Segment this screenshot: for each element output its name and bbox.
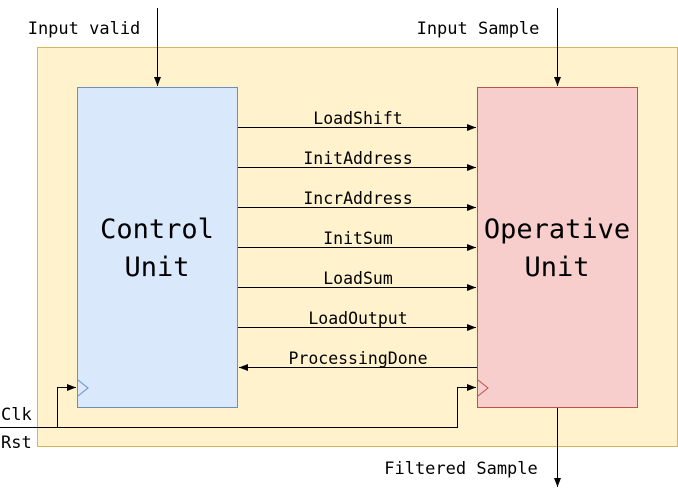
clk-wire-operative (57, 384, 476, 428)
signal-label-loadsum: LoadSum (323, 269, 393, 288)
clk-label: Clk (1, 405, 32, 425)
input-sample-label: Input Sample (417, 19, 540, 39)
signal-label-processingdone: ProcessingDone (288, 349, 427, 368)
signal-label-loadoutput: LoadOutput (308, 309, 407, 328)
input-valid-label: Input valid (28, 19, 141, 39)
signal-label-loadshift: LoadShift (313, 109, 402, 128)
rst-label: Rst (1, 433, 32, 453)
control-unit-label-line1: Control (100, 214, 214, 245)
signal-label-initaddress: InitAddress (303, 149, 412, 168)
operative-clock-triangle-icon (477, 379, 489, 397)
signal-label-incraddress: IncrAddress (303, 189, 412, 208)
filtered-sample-label: Filtered Sample (384, 459, 538, 479)
operative-unit-block: Operative Unit (477, 87, 638, 408)
operative-unit-label-line1: Operative (484, 214, 630, 245)
signal-label-initsum: InitSum (323, 229, 393, 248)
control-unit-label-line2: Unit (124, 252, 189, 283)
clk-wire-control (0, 384, 76, 428)
operative-unit-label-line2: Unit (524, 252, 589, 283)
control-unit-block: Control Unit (77, 87, 238, 408)
control-clock-triangle-icon (77, 379, 89, 397)
